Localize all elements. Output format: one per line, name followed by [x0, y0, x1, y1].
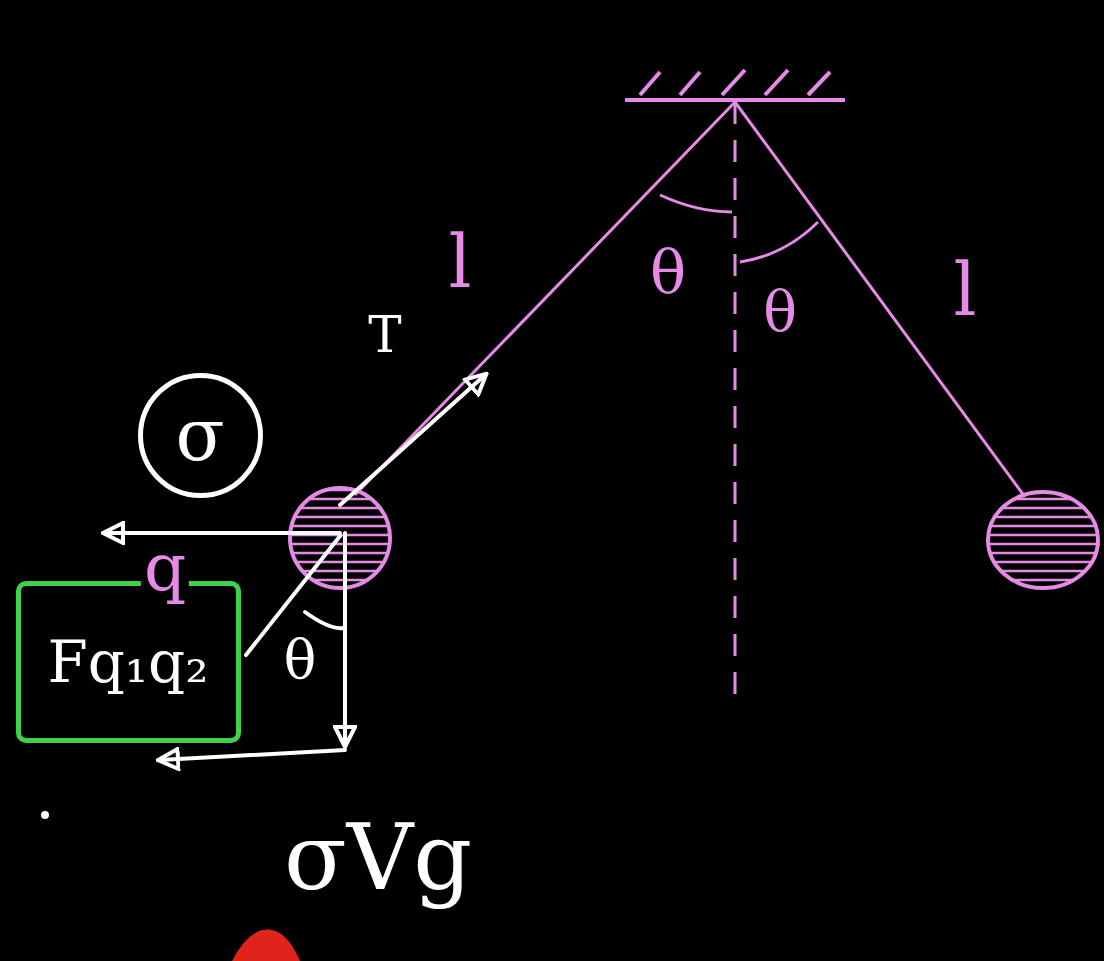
force-label: σVg: [281, 812, 475, 904]
length-label: l: [950, 254, 979, 326]
force-box: Fq₁q₂: [16, 581, 241, 743]
angle-label: θ: [281, 633, 320, 687]
angle-label: θ: [647, 242, 689, 302]
circled-symbol: σ: [138, 373, 263, 498]
node-text: σ: [175, 399, 224, 471]
force-arrows: [43, 375, 485, 817]
tension-label: T: [365, 310, 404, 360]
length-label: l: [445, 226, 474, 298]
ceiling: [625, 70, 845, 100]
red-mark: [232, 929, 300, 961]
angle-label: θ: [760, 284, 800, 340]
charge-label: q: [141, 535, 189, 601]
node-text: Fq₁q₂: [47, 633, 208, 691]
charged-balls: [290, 488, 1098, 588]
